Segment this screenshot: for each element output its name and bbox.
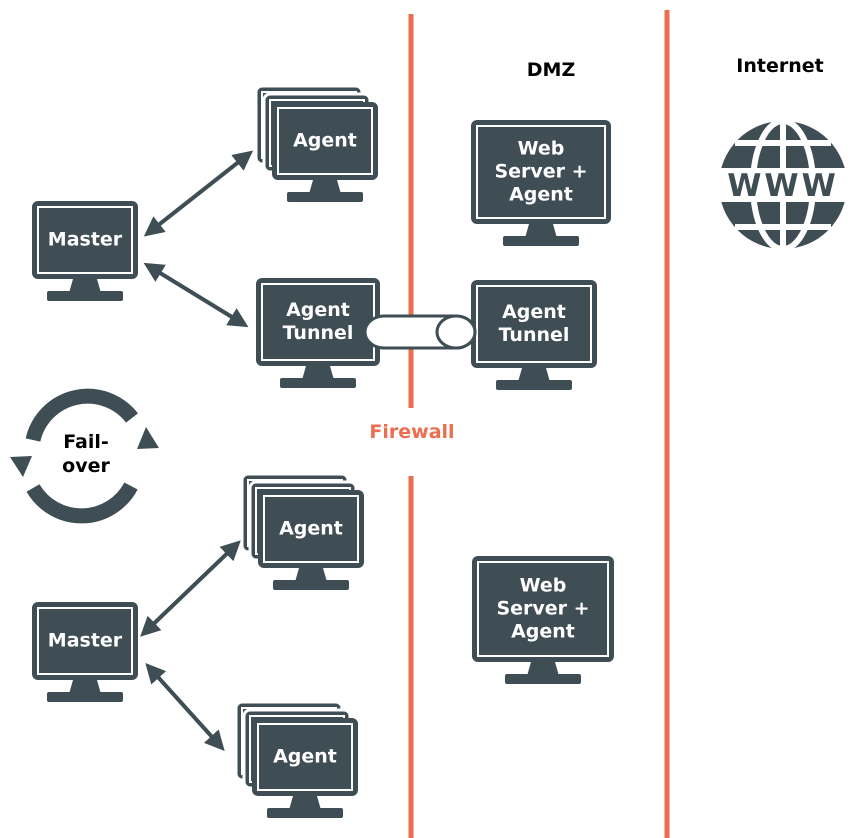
- tunnel-pipe-icon: [363, 314, 477, 350]
- master-top-monitor-label-1: Master: [48, 229, 123, 251]
- arrow-master-top-agent: [143, 150, 254, 237]
- arrow-master-bottom-agent-lower: [145, 663, 225, 751]
- master-top-monitor: Master: [32, 201, 138, 301]
- failover-cycle-icon: Fail- over: [10, 388, 159, 524]
- dmz-label: DMZ: [527, 59, 575, 81]
- agent-tunnel-internal-monitor-label-2: Tunnel: [283, 322, 354, 344]
- agent-top-monitor-label-1: Agent: [293, 130, 357, 152]
- agent-tunnel-dmz-monitor-label-2: Tunnel: [499, 324, 570, 346]
- web-server-top-monitor-label-3: Agent: [509, 184, 573, 206]
- master-bottom-monitor-label-1: Master: [48, 630, 123, 652]
- web-server-top-monitor-label-1: Web: [518, 138, 565, 160]
- firewall-label: Firewall: [369, 421, 454, 443]
- agent-tunnel-dmz-monitor-label-1: Agent: [502, 301, 566, 323]
- failover-line2: over: [62, 455, 110, 477]
- www-text: WWW: [727, 168, 839, 204]
- web-server-bottom-monitor-label-1: Web: [520, 575, 567, 597]
- arrow-master-bottom-agent: [140, 540, 241, 637]
- web-server-bottom-monitor-label-2: Server +: [496, 598, 589, 620]
- connection-arrows: [140, 150, 254, 751]
- master-bottom-monitor: Master: [32, 602, 138, 702]
- agent-mid-lower-monitor-label-1: Agent: [279, 518, 343, 540]
- agent-bottom-monitor: Agent: [234, 700, 358, 818]
- agent-top-monitor: Agent: [254, 84, 378, 202]
- internet-label: Internet: [736, 55, 823, 77]
- agent-mid-lower-monitor: Agent: [240, 472, 364, 590]
- arrow-master-top-tunnel: [143, 262, 249, 328]
- agent-bottom-monitor-label-1: Agent: [273, 746, 337, 768]
- web-server-top-monitor-label-2: Server +: [494, 161, 587, 183]
- www-globe-icon: WWW: [710, 118, 853, 252]
- web-server-bottom-monitor-label-3: Agent: [511, 621, 575, 643]
- agent-tunnel-internal-monitor-label-1: Agent: [286, 299, 350, 321]
- failover-line1: Fail-: [63, 431, 109, 453]
